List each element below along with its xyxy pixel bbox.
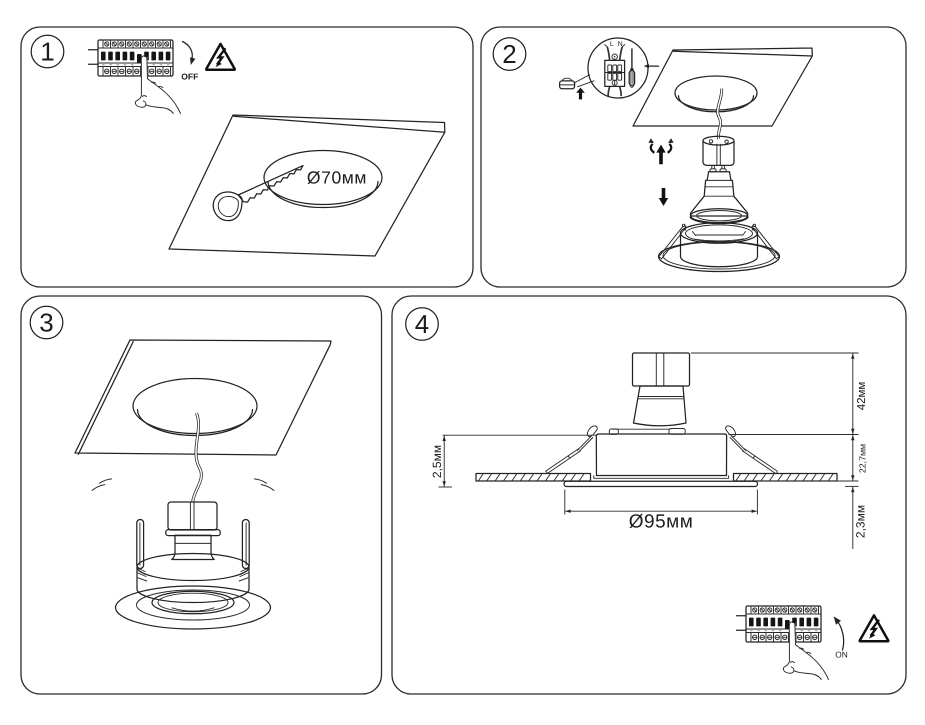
svg-text:2: 2	[502, 39, 516, 69]
svg-text:Ø70мм: Ø70мм	[307, 168, 367, 188]
svg-text:OFF: OFF	[181, 72, 198, 82]
svg-text:2,3мм: 2,3мм	[854, 505, 868, 538]
svg-text:4: 4	[415, 309, 429, 339]
svg-text:ON: ON	[835, 650, 848, 660]
svg-text:22,7мм: 22,7мм	[858, 444, 868, 473]
svg-text:Ø95мм: Ø95мм	[629, 512, 694, 533]
svg-text:N: N	[618, 41, 623, 48]
svg-text:3: 3	[39, 308, 53, 338]
svg-text:2,5мм: 2,5мм	[430, 445, 444, 478]
svg-text:42мм: 42мм	[856, 382, 868, 411]
svg-text:L: L	[610, 41, 614, 48]
svg-text:1: 1	[40, 37, 54, 67]
